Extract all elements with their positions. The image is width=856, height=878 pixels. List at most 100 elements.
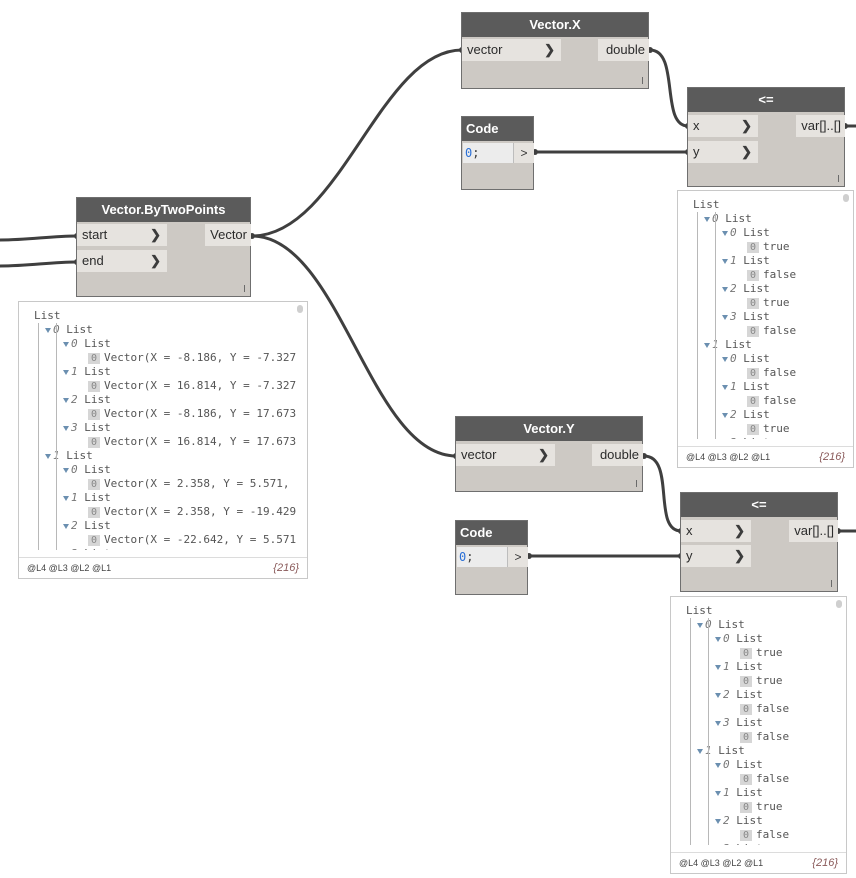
less-equal-node[interactable]: <= x ❯ y ❯ var[]..[] — [687, 87, 845, 187]
output-port-var[interactable]: var[]..[] — [796, 115, 845, 137]
expand-triangle-icon[interactable] — [63, 523, 69, 529]
input-port-vector[interactable]: vector ❯ — [462, 39, 561, 61]
preview-list-node[interactable]: 1 List — [722, 254, 770, 268]
scrollbar-thumb[interactable] — [843, 194, 849, 202]
expand-triangle-icon[interactable] — [715, 664, 721, 670]
preview-list-node[interactable]: 0 List — [722, 226, 770, 240]
expand-triangle-icon[interactable] — [63, 341, 69, 347]
resize-grip[interactable] — [636, 480, 637, 487]
expand-triangle-icon[interactable] — [722, 258, 728, 264]
output-port-double[interactable]: double — [592, 444, 643, 466]
input-port-x[interactable]: x ❯ — [681, 520, 751, 542]
vector-x-node[interactable]: Vector.X vector ❯ double — [461, 12, 649, 89]
preview-list-node[interactable]: 2 List — [715, 814, 763, 828]
input-port-x[interactable]: x ❯ — [688, 115, 758, 137]
expand-triangle-icon[interactable] — [63, 397, 69, 403]
expand-triangle-icon[interactable] — [45, 453, 51, 459]
expand-triangle-icon[interactable] — [63, 467, 69, 473]
preview-list-node[interactable]: 0 List — [45, 323, 93, 337]
output-port-vector[interactable]: Vector — [205, 224, 251, 246]
preview-list-node[interactable]: 3 List — [63, 421, 111, 435]
preview-list-node[interactable]: 1 List — [45, 449, 93, 463]
expand-triangle-icon[interactable] — [722, 230, 728, 236]
resize-grip[interactable] — [838, 175, 839, 182]
scrollbar-thumb[interactable] — [836, 600, 842, 608]
expand-triangle-icon[interactable] — [63, 425, 69, 431]
input-port-end[interactable]: end ❯ — [77, 250, 167, 272]
preview-list-node[interactable]: 0 List — [697, 618, 745, 632]
level-indicator[interactable]: @L4 @L3 @L2 @L1 — [679, 858, 764, 868]
expand-triangle-icon[interactable] — [722, 356, 728, 362]
less-equal-node[interactable]: <= x ❯ y ❯ var[]..[] — [680, 492, 838, 592]
resize-grip[interactable] — [642, 77, 643, 84]
expand-triangle-icon[interactable] — [704, 342, 710, 348]
preview-list-node[interactable]: 1 List — [63, 365, 111, 379]
preview-list-node[interactable]: 3 List — [715, 716, 763, 730]
vector-y-node[interactable]: Vector.Y vector ❯ double — [455, 416, 643, 492]
preview-list-node[interactable]: List — [34, 309, 61, 323]
expand-triangle-icon[interactable] — [715, 762, 721, 768]
expand-triangle-icon[interactable] — [715, 692, 721, 698]
expand-triangle-icon[interactable] — [722, 286, 728, 292]
input-port-start[interactable]: start ❯ — [77, 224, 167, 246]
output-port-var[interactable]: var[]..[] — [789, 520, 838, 542]
preview-list-node[interactable]: 1 List — [704, 338, 752, 352]
resize-grip[interactable] — [831, 580, 832, 587]
scrollbar-thumb[interactable] — [297, 305, 303, 313]
preview-list-node[interactable]: List — [693, 198, 720, 212]
expand-triangle-icon[interactable] — [722, 314, 728, 320]
preview-list-node[interactable]: 1 List — [715, 786, 763, 800]
expand-triangle-icon[interactable] — [697, 748, 703, 754]
preview-list-node[interactable]: 0 List — [63, 463, 111, 477]
resize-grip[interactable] — [244, 285, 245, 292]
preview-list-node[interactable]: 2 List — [715, 688, 763, 702]
expand-triangle-icon[interactable] — [722, 412, 728, 418]
preview-list-node[interactable]: 2 List — [63, 519, 111, 533]
expand-triangle-icon[interactable] — [715, 720, 721, 726]
output-port[interactable]: > — [507, 547, 528, 567]
preview-list-node[interactable]: 3 List — [722, 310, 770, 324]
preview-list-node[interactable]: 3 List — [722, 436, 770, 439]
code-block-node[interactable]: Code Block 0; > — [461, 116, 534, 190]
preview-list-node[interactable]: 3 List — [715, 842, 763, 845]
preview-list-node[interactable]: 2 List — [722, 408, 770, 422]
expand-triangle-icon[interactable] — [63, 495, 69, 501]
level-indicator[interactable]: @L4 @L3 @L2 @L1 — [686, 452, 771, 462]
expand-triangle-icon[interactable] — [45, 327, 51, 333]
preview-list-node[interactable]: List — [686, 604, 713, 618]
list-index: 3 — [730, 310, 744, 323]
expand-triangle-icon[interactable] — [715, 818, 721, 824]
expand-triangle-icon[interactable] — [715, 636, 721, 642]
code-block-node[interactable]: Code Block 0; > — [455, 520, 528, 595]
expand-triangle-icon[interactable] — [715, 790, 721, 796]
expand-triangle-icon[interactable] — [704, 216, 710, 222]
code-input[interactable]: 0; — [463, 143, 513, 163]
input-port-y[interactable]: y ❯ — [681, 545, 751, 567]
preview-list-node[interactable]: 0 List — [722, 352, 770, 366]
preview-list-node[interactable]: 2 List — [63, 393, 111, 407]
preview-list-node[interactable]: 3 List — [63, 547, 111, 550]
input-port-vector[interactable]: vector ❯ — [456, 444, 555, 466]
preview-list-node[interactable]: 0 List — [715, 758, 763, 772]
expand-triangle-icon[interactable] — [63, 369, 69, 375]
preview-list-node[interactable]: 2 List — [722, 282, 770, 296]
expand-triangle-icon[interactable] — [722, 384, 728, 390]
output-port-double[interactable]: double — [598, 39, 649, 61]
input-port-y[interactable]: y ❯ — [688, 141, 758, 163]
code-input[interactable]: 0; — [457, 547, 507, 567]
level-indicator[interactable]: @L4 @L3 @L2 @L1 — [27, 563, 112, 573]
preview-list-node[interactable]: 1 List — [63, 491, 111, 505]
preview-list-node[interactable]: 1 List — [697, 744, 745, 758]
preview-list-node[interactable]: 0 List — [63, 337, 111, 351]
preview-list-node[interactable]: 1 List — [722, 380, 770, 394]
preview-list-node[interactable]: 0 List — [715, 632, 763, 646]
preview-list-node[interactable]: 1 List — [715, 660, 763, 674]
output-port[interactable]: > — [513, 143, 534, 163]
vector-by-two-points-node[interactable]: Vector.ByTwoPoints start ❯ end ❯ Vector — [76, 197, 251, 297]
expand-triangle-icon[interactable] — [697, 622, 703, 628]
preview-list-node[interactable]: 0 List — [704, 212, 752, 226]
